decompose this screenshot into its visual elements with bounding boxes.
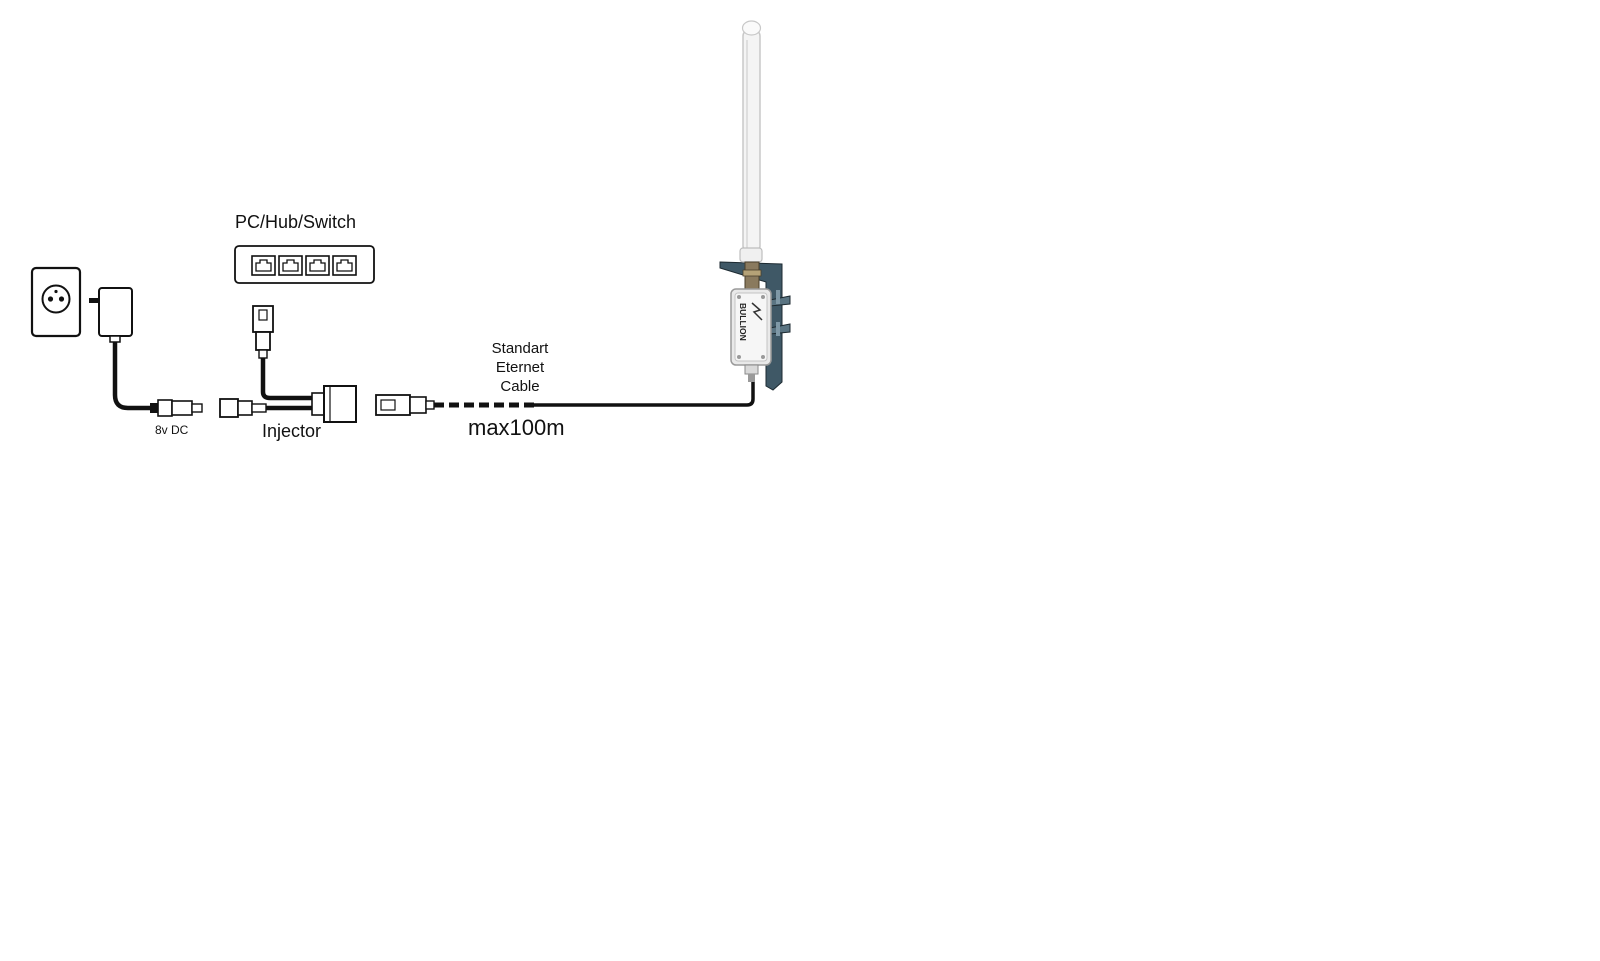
ethernet-cable-solid xyxy=(534,380,755,407)
switch-port xyxy=(251,255,276,276)
antenna-whip xyxy=(742,29,761,253)
wall-outlet xyxy=(30,266,82,338)
ethernet-plug-out xyxy=(375,394,435,416)
outdoor-antenna: BULLION xyxy=(719,20,791,391)
ethernet-plug-to-switch xyxy=(252,305,274,359)
lan-cable xyxy=(260,358,312,401)
power-cable xyxy=(112,342,150,411)
switch-port xyxy=(332,255,357,276)
max-length-label: max100m xyxy=(468,415,565,440)
cable-label-line1: Standart xyxy=(492,340,550,357)
injector-label: Injector xyxy=(262,421,321,441)
dc-plug xyxy=(150,399,203,417)
dc-jack xyxy=(219,398,267,418)
pc-hub-switch-label: PC/Hub/Switch xyxy=(235,212,356,232)
power-adapter xyxy=(89,287,133,343)
brand-logo: BULLION xyxy=(738,303,748,341)
switch-port xyxy=(278,255,303,276)
cable-label-line2: Eternet xyxy=(496,359,545,376)
poe-injector xyxy=(311,385,357,423)
switch-port xyxy=(305,255,330,276)
dc-power-label: 8v DC xyxy=(155,423,189,437)
cable-label-line3: Cable xyxy=(500,378,539,395)
